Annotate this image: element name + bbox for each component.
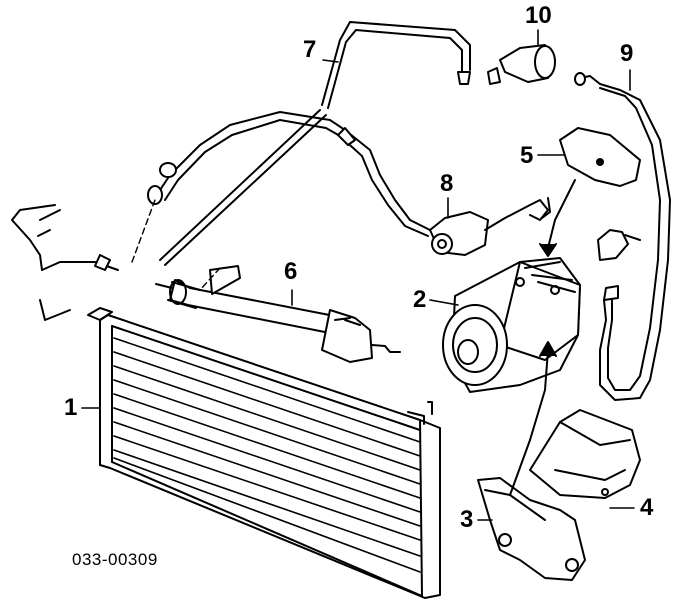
callout-5: 5: [520, 142, 534, 169]
suction-hose: [574, 72, 671, 401]
diagram-part-number: 033-00309: [72, 550, 158, 569]
callout-9: 9: [620, 40, 634, 67]
callout-1: 1: [64, 394, 78, 421]
pressure-switch: [487, 44, 556, 85]
support-bracket: [529, 409, 641, 499]
clutch-cover: [559, 127, 641, 187]
assembly-arrows: [509, 179, 576, 496]
condenser: [87, 307, 441, 599]
callout-6: 6: [284, 258, 298, 285]
callout-4: 4: [640, 494, 654, 521]
discharge-hose: [11, 111, 431, 321]
liquid-line-fitting: [429, 197, 551, 256]
callout-3: 3: [460, 506, 474, 533]
compressor: [442, 257, 581, 393]
callout-8: 8: [440, 170, 454, 197]
alignment-lines: [131, 199, 221, 291]
leader-lines: [81, 29, 635, 521]
receiver-drier: [155, 265, 401, 363]
callout-7: 7: [303, 36, 317, 63]
suction-line: [159, 21, 471, 266]
callout-10: 10: [525, 2, 552, 29]
callout-2: 2: [413, 286, 427, 313]
